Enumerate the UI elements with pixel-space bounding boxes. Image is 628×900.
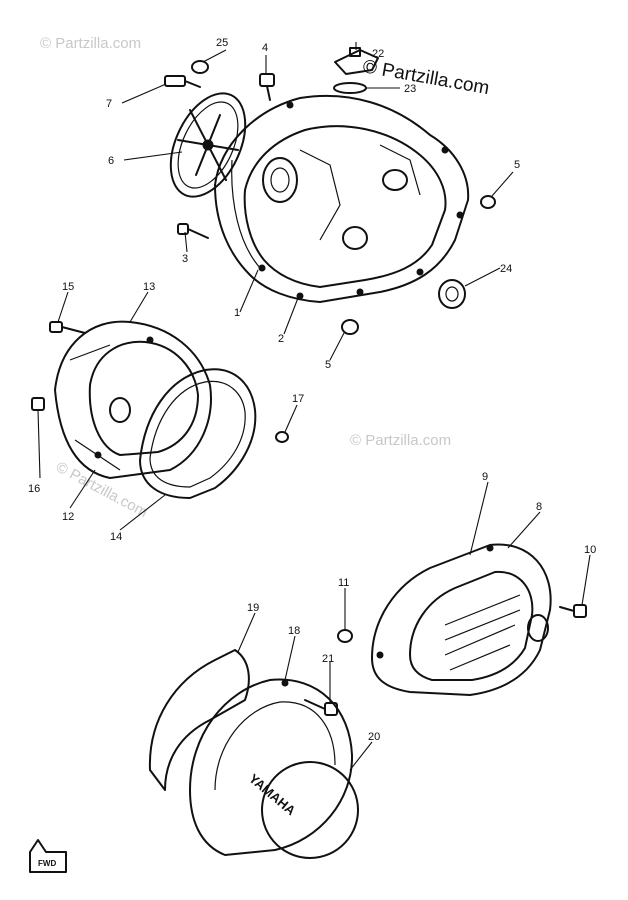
- callout-10: 10: [584, 544, 596, 556]
- watermark-main: © Partzilla.com: [361, 56, 491, 99]
- callout-21: 21: [322, 653, 334, 665]
- callout-4: 4: [262, 42, 268, 54]
- bolts-top: [164, 60, 275, 239]
- callout-5-upper: 5: [514, 159, 520, 171]
- side-cover: [371, 543, 552, 696]
- side-cover-fasteners: [337, 604, 587, 643]
- callout-18: 18: [288, 625, 300, 637]
- clutch-cover-gasket: [139, 368, 257, 499]
- callout-19: 19: [247, 602, 259, 614]
- yamaha-casting-label: YAMAHA: [246, 771, 299, 819]
- clutch-cover: [54, 320, 212, 479]
- dowels-and-seal: [341, 195, 496, 335]
- callout-17: 17: [292, 393, 304, 405]
- callout-25: 25: [216, 37, 228, 49]
- callout-15: 15: [62, 281, 74, 293]
- callout-1: 1: [234, 307, 240, 319]
- watermark-middle-right: © Partzilla.com: [350, 432, 451, 449]
- callout-13: 13: [143, 281, 155, 293]
- leader-lines: [37, 42, 591, 771]
- generator-cover: YAMAHA: [189, 678, 354, 856]
- callout-20: 20: [368, 731, 380, 743]
- strainer-disc: [169, 92, 247, 198]
- callout-14: 14: [110, 531, 122, 543]
- clutch-fasteners: [31, 321, 289, 443]
- forward-arrow: FWD: [29, 839, 67, 873]
- callout-7: 7: [106, 98, 112, 110]
- callout-6: 6: [108, 155, 114, 167]
- callout-12: 12: [62, 511, 74, 523]
- callout-9: 9: [482, 471, 488, 483]
- callout-8: 8: [536, 501, 542, 513]
- crankcase-cover: [214, 94, 470, 303]
- callout-16: 16: [28, 483, 40, 495]
- watermark-top-left: © Partzilla.com: [40, 35, 141, 52]
- callout-22: 22: [372, 48, 384, 60]
- callout-23: 23: [404, 83, 416, 95]
- callout-11: 11: [338, 577, 349, 589]
- forward-arrow-label: FWD: [38, 859, 56, 868]
- generator-oring: [261, 761, 359, 859]
- generator-bolt: [304, 699, 338, 716]
- generator-cover-gasket: [148, 649, 250, 791]
- callout-3: 3: [182, 253, 188, 265]
- callout-numbers: 25 4 7 6 22 23 5 24 3 1 2 5 15 13 16 12 …: [28, 37, 596, 743]
- callout-2: 2: [278, 333, 284, 345]
- callout-24: 24: [500, 263, 512, 275]
- callout-5-lower: 5: [325, 359, 331, 371]
